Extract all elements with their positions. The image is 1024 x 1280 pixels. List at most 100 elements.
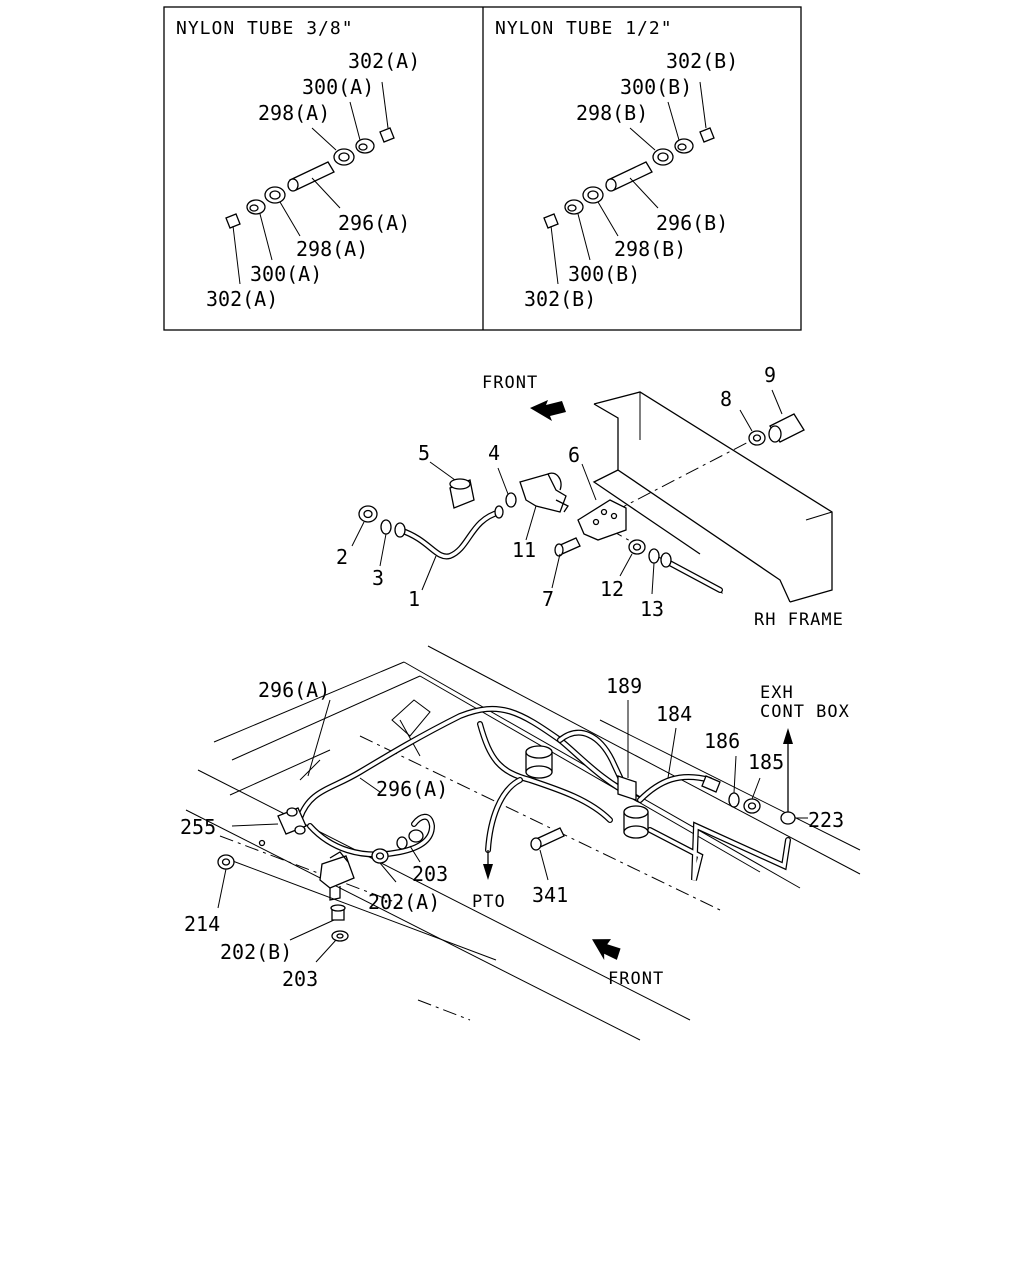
part-186-washer	[728, 755, 740, 808]
label-341: 341	[532, 883, 568, 907]
label-298a-lower: 298(A)	[296, 237, 368, 261]
inset-right-title: NYLON TUBE 1/2"	[495, 18, 673, 39]
valve-left	[319, 851, 355, 901]
label-13: 13	[640, 597, 664, 621]
label-302b-lower: 302(B)	[524, 287, 596, 311]
part-214-nut	[217, 854, 235, 909]
label-202a: 202(A)	[368, 890, 440, 914]
fitting-300b-lower	[564, 199, 591, 261]
part-7-bolt	[551, 537, 581, 589]
label-3: 3	[372, 566, 384, 590]
front-arrow-top-icon	[530, 400, 566, 421]
part-13-washer	[648, 548, 660, 595]
label-296b: 296(B)	[656, 211, 728, 235]
front-label-bottom: FRONT	[608, 969, 664, 989]
rh-frame	[592, 391, 833, 603]
label-6: 6	[568, 443, 580, 467]
tube-296b	[605, 161, 659, 209]
label-298a-upper: 298(A)	[258, 101, 330, 125]
fitting-298a-upper	[311, 127, 355, 166]
fitting-302b-upper	[699, 81, 715, 143]
label-300b-lower: 300(B)	[568, 262, 640, 286]
part-1-pipe	[394, 505, 504, 591]
label-296a: 296(A)	[338, 211, 410, 235]
inset-right: NYLON TUBE 1/2"	[495, 18, 738, 311]
part-9-spacer	[768, 389, 805, 443]
part-4-washer	[497, 467, 517, 508]
fitting-302a-lower	[225, 213, 241, 285]
part-203-washer-upper	[396, 829, 424, 863]
front-label-top: FRONT	[482, 373, 538, 393]
label-300b-upper: 300(B)	[620, 75, 692, 99]
part-184-pipe	[667, 727, 677, 779]
tube-to-frame	[660, 552, 723, 593]
fitting-302a-upper	[379, 81, 395, 143]
label-5: 5	[418, 441, 430, 465]
label-300a-lower: 300(A)	[250, 262, 322, 286]
part-202b-plug	[289, 904, 346, 941]
label-300a-upper: 300(A)	[302, 75, 374, 99]
label-1: 1	[408, 587, 420, 611]
label-202b: 202(B)	[220, 940, 292, 964]
fitting-302b-lower	[543, 213, 559, 285]
chassis-frame	[185, 645, 861, 1041]
part-203-washer-lower	[315, 930, 349, 963]
middle-diagram: FRONT RH FRAME	[336, 363, 843, 630]
label-8: 8	[720, 387, 732, 411]
label-255: 255	[180, 815, 216, 839]
part-12-nut	[619, 539, 646, 577]
pto-label: PTO	[472, 892, 506, 912]
part-202a-bolt	[371, 848, 397, 883]
label-298b-upper: 298(B)	[576, 101, 648, 125]
part-3-washer	[379, 519, 392, 567]
label-185: 185	[748, 750, 784, 774]
part-341-bolt	[530, 827, 565, 881]
label-298b-lower: 298(B)	[614, 237, 686, 261]
fitting-298b-lower	[582, 186, 619, 237]
label-12: 12	[600, 577, 624, 601]
front-arrow-bottom-icon	[592, 939, 621, 961]
fitting-300a-upper	[349, 101, 375, 154]
fitting-300b-upper	[667, 101, 694, 154]
part-6-bracket	[577, 463, 627, 541]
label-302a-upper: 302(A)	[348, 49, 420, 73]
cont-box-label: CONT BOX	[760, 702, 850, 722]
tube-296a	[287, 161, 341, 209]
label-296a-top: 296(A)	[258, 678, 330, 702]
label-302b-upper: 302(B)	[666, 49, 738, 73]
part-189-bracket	[617, 700, 637, 801]
valve-center	[525, 745, 553, 779]
exh-label: EXH	[760, 683, 794, 703]
inset-panel	[163, 6, 802, 331]
label-189: 189	[606, 674, 642, 698]
leader-296a-top	[307, 699, 331, 777]
fitting-298a-lower	[264, 186, 301, 237]
part-11-tee-fitting	[519, 472, 569, 541]
label-214: 214	[184, 912, 220, 936]
part-5-sleeve	[429, 461, 475, 509]
part-185-nut	[743, 777, 761, 814]
inset-left: NYLON TUBE 3/8"	[176, 18, 420, 311]
pto-arrow-icon	[483, 850, 493, 880]
air-tube-network	[297, 705, 791, 881]
fitting-300a-lower	[246, 199, 273, 261]
leader-296a-mid	[359, 777, 381, 793]
bottom-diagram: EXH CONT BOX PTO	[180, 645, 861, 1041]
label-186: 186	[704, 729, 740, 753]
fitting-298b-upper	[629, 127, 674, 166]
label-296a-mid: 296(A)	[376, 777, 448, 801]
part-2-nut	[351, 505, 378, 547]
label-223: 223	[808, 808, 844, 832]
label-11: 11	[512, 538, 536, 562]
inset-left-title: NYLON TUBE 3/8"	[176, 18, 354, 39]
small-washer	[258, 839, 266, 847]
valve-right	[623, 805, 649, 839]
part-255-tee	[231, 807, 307, 835]
label-7: 7	[542, 587, 554, 611]
label-203-upper: 203	[412, 862, 448, 886]
label-184: 184	[656, 702, 692, 726]
exh-arrow-icon	[783, 728, 793, 812]
label-203-lower: 203	[282, 967, 318, 991]
part-223-fitting	[780, 811, 808, 825]
